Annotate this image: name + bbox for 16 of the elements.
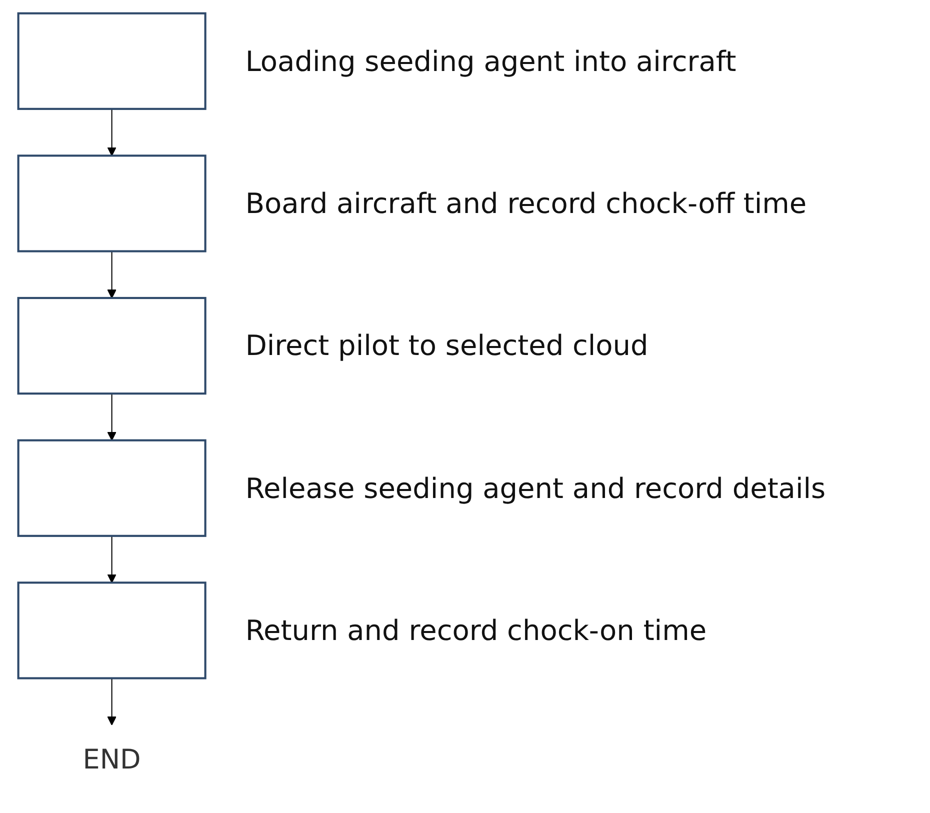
end-label: END	[82, 744, 141, 776]
step-description: Board aircraft and record chock-off time	[245, 186, 807, 220]
arrow	[107, 536, 116, 584]
step-description: Return and record chock-on time	[245, 614, 707, 647]
arrow	[107, 251, 116, 298]
process-box	[17, 154, 206, 252]
process-box	[17, 12, 206, 110]
process-box	[17, 296, 206, 395]
step-description: Release seeding agent and record details	[245, 472, 826, 505]
process-box	[17, 582, 206, 680]
process-box	[17, 439, 206, 537]
arrow	[107, 678, 116, 726]
step-description: Loading seeding agent into aircraft	[245, 44, 736, 78]
arrow	[107, 394, 116, 441]
step-description: Direct pilot to selected cloud	[245, 329, 648, 362]
arrow	[107, 108, 116, 156]
